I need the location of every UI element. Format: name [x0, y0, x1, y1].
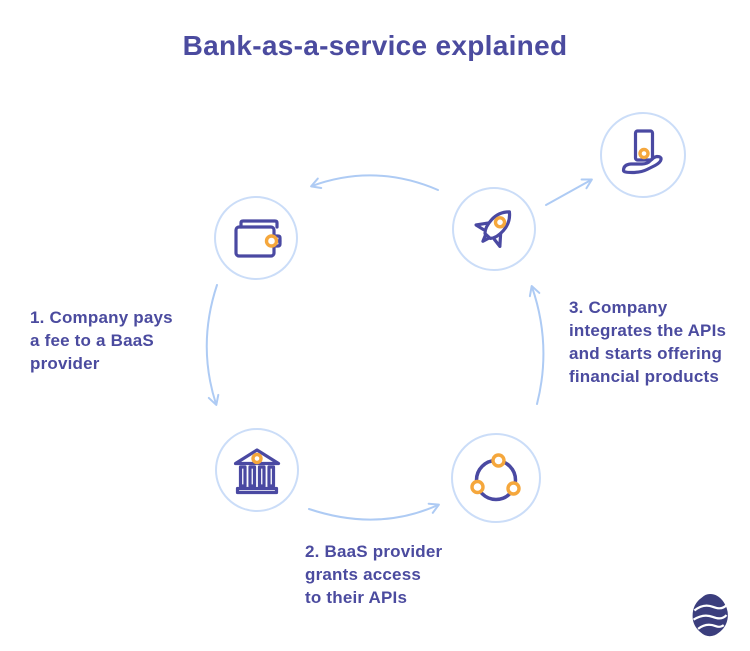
node-launch — [452, 187, 536, 271]
arrow-network-to-rocket — [528, 285, 545, 405]
brand-logo — [692, 594, 728, 637]
arrow-bank-to-network — [308, 502, 440, 521]
node-financial-product — [600, 112, 686, 198]
step-2-caption: 2. BaaS provider grants access to their … — [305, 542, 443, 607]
node-baas-provider — [215, 428, 299, 512]
node-api-access — [451, 433, 541, 523]
page-title: Bank-as-a-service explained — [182, 30, 568, 61]
card-in-hand-icon — [621, 129, 663, 175]
arrow-rocket-to-card — [545, 178, 593, 206]
wallet-icon — [234, 219, 282, 258]
api-network-icon — [470, 453, 521, 502]
bank-icon — [233, 448, 281, 495]
arrow-rocket-to-wallet — [310, 174, 439, 191]
rocket-icon — [474, 210, 512, 248]
step-3-caption: 3. Company integrates the APIs and start… — [569, 298, 727, 386]
step-1-caption: 1. Company pays a fee to a BaaS provider — [30, 308, 173, 373]
node-company-payment — [214, 196, 298, 280]
